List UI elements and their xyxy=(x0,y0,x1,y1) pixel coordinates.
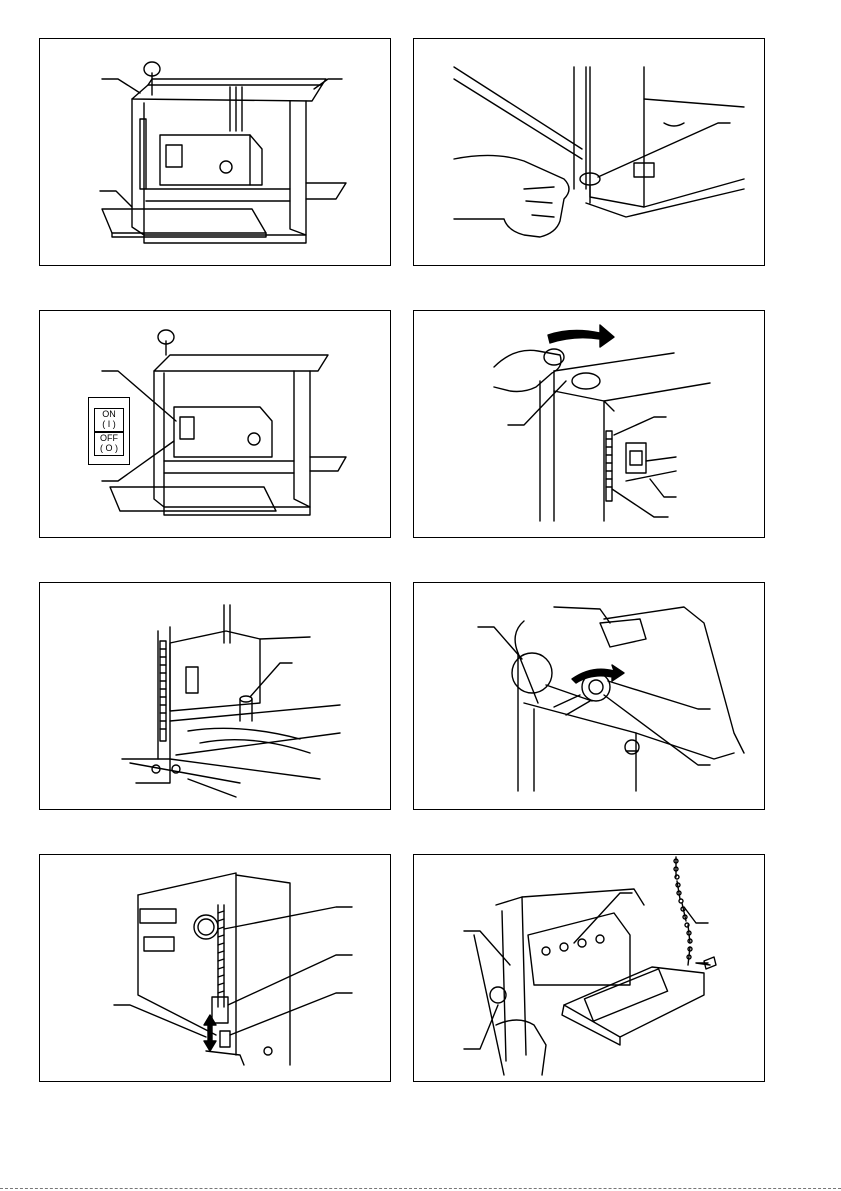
switch-off-label: OFF xyxy=(95,433,123,443)
blade-cover-illustration xyxy=(414,855,765,1082)
up-down-arrow-icon xyxy=(204,1015,216,1051)
switch-on-symbol: ( I ) xyxy=(95,419,123,429)
figure-8-panel xyxy=(413,854,765,1082)
rotation-arrow-icon xyxy=(548,325,614,347)
planer-illustration-1 xyxy=(40,39,391,266)
switch-off-button: OFF ( O ) xyxy=(94,432,124,456)
depth-stopper-illustration xyxy=(40,583,391,810)
page-bottom-edge xyxy=(0,1188,841,1189)
figure-2-panel xyxy=(413,38,765,266)
figure-3-panel: ON ( I ) OFF ( O ) xyxy=(39,310,391,538)
figure-4-panel xyxy=(413,310,765,538)
switch-on-button: ON ( I ) xyxy=(94,408,124,432)
figure-1-panel xyxy=(39,38,391,266)
switch-off-symbol: ( O ) xyxy=(95,443,123,453)
switch-on-label: ON xyxy=(95,409,123,419)
figure-6-panel xyxy=(413,582,765,810)
figure-5-panel xyxy=(39,582,391,810)
handle-top-knob-illustration xyxy=(414,583,765,810)
figure-7-panel xyxy=(39,854,391,1082)
stopper-bolt-illustration xyxy=(40,855,391,1082)
turning-handle-illustration xyxy=(414,311,765,538)
hand-knob-illustration xyxy=(414,39,765,266)
switch-box-inset: ON ( I ) OFF ( O ) xyxy=(88,397,130,465)
